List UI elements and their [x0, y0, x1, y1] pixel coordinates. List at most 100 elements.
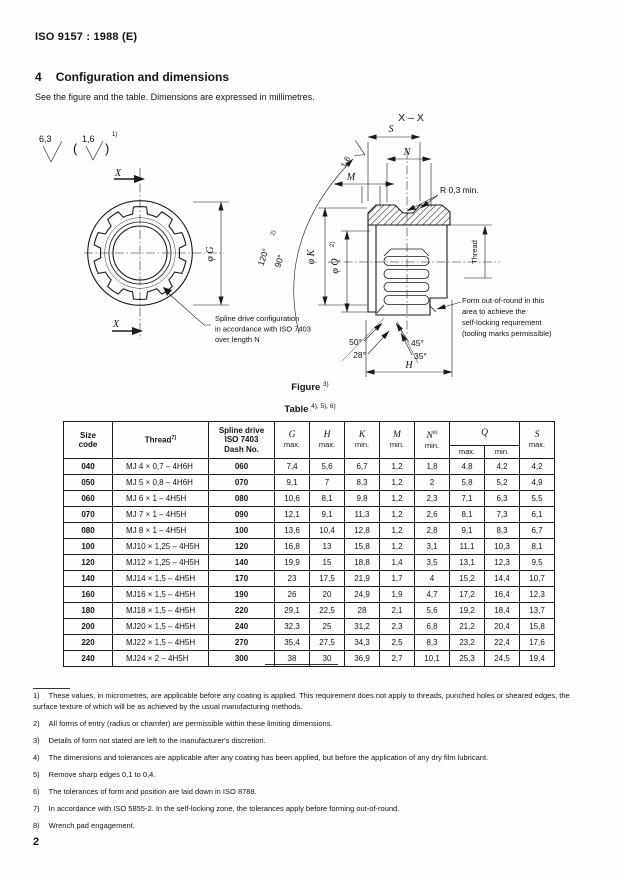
thread-ridge [383, 295, 430, 305]
cell-k: 8,3 [344, 474, 380, 491]
callout-leader [167, 292, 211, 326]
footnote-number: 2) [33, 718, 40, 728]
thread-entry-chamfer [383, 248, 430, 257]
intro-text: See the figure and the table. Dimensions… [35, 92, 315, 102]
roughness-value-1: 6,3 [39, 134, 52, 144]
cell-size-code: 240 [63, 650, 113, 667]
table-row: 040 MJ 4 × 0,7 – 4H6H 060 7,4 5,6 6,7 1,… [63, 458, 555, 475]
cell-m: 1,2 [379, 538, 415, 555]
flange-section-outline [367, 204, 451, 226]
cell-s: 6,7 [519, 522, 555, 539]
footnote-text: In accordance with ISO 5855-2. In the se… [48, 803, 400, 813]
cell-n: 2,3 [414, 490, 450, 507]
right-view: X – X S 1,6 N M R 0, [256, 112, 552, 377]
cell-size-code: 200 [63, 618, 113, 635]
dim-n-label: N [403, 147, 412, 158]
cell-dash-no: 070 [208, 474, 275, 491]
cell-s: 9,5 [519, 554, 555, 571]
footnote-number: 1) [33, 691, 40, 700]
cell-s: 17,6 [519, 634, 555, 651]
col-header-thread: Thread7) [112, 421, 209, 459]
cell-k: 18,8 [344, 554, 380, 571]
cell-m: 1,2 [379, 506, 415, 523]
cell-h: 9,1 [309, 506, 345, 523]
form-callout-line1: Form out-of-round in this [462, 296, 544, 305]
cell-s: 19,4 [519, 650, 555, 667]
cell-s: 8,1 [519, 538, 555, 555]
angle-arc [293, 158, 354, 334]
page-number: 2 [33, 836, 40, 848]
cell-m: 2,3 [379, 618, 415, 635]
cell-q-min: 10,3 [484, 538, 520, 555]
cell-n: 2,6 [414, 506, 450, 523]
thread-major-circle [108, 221, 172, 285]
cell-k: 28 [344, 602, 380, 619]
cell-thread: MJ 5 × 0,8 – 4H6H [112, 474, 209, 491]
cell-n: 8,3 [414, 634, 450, 651]
cell-s: 15,8 [519, 618, 555, 635]
spline-teeth-outline [93, 205, 187, 301]
table-row: 070 MJ 7 × 1 – 4H5H 090 12,1 9,1 11,3 1,… [63, 506, 555, 523]
cell-size-code: 160 [63, 586, 113, 603]
dia-q-label: φ Q [330, 258, 341, 274]
cell-q-max: 11,1 [449, 538, 485, 555]
spline-callout-line2: in accordance with ISO 7403 [215, 325, 311, 334]
angle-120-label: 120° [256, 247, 271, 267]
col-header-n: N8)min. [414, 421, 450, 459]
cell-dash-no: 270 [208, 634, 275, 651]
cell-thread: MJ 4 × 0,7 – 4H6H [112, 458, 209, 475]
cell-q-max: 21,2 [449, 618, 485, 635]
cell-g: 29,1 [274, 602, 310, 619]
cell-g: 12,1 [274, 506, 310, 523]
cell-m: 1,9 [379, 586, 415, 603]
cell-k: 6,7 [344, 458, 380, 475]
thread-exit-chamfer [376, 304, 437, 314]
form-callout-line4: (tooling marks permissible) [462, 329, 552, 338]
cell-k: 11,3 [344, 506, 380, 523]
footnote-number: 3) [33, 735, 40, 745]
cell-g: 19,9 [274, 554, 310, 571]
cell-dash-no: 140 [208, 554, 275, 571]
cell-h: 8,1 [309, 490, 345, 507]
thread-relief-circle [104, 217, 176, 289]
figure-caption-sup: 3) [322, 381, 329, 388]
paren-open: ( [73, 141, 78, 156]
cell-thread: MJ14 × 1,5 – 4H5H [112, 570, 209, 587]
footnote: 5)Remove sharp edges 0,1 to 0,4. [33, 770, 591, 781]
cell-n: 1,8 [414, 458, 450, 475]
table-row: 160 MJ16 × 1,5 – 4H5H 190 26 20 24,9 1,9… [63, 586, 555, 603]
cell-dash-no: 090 [208, 506, 275, 523]
cell-g: 23 [274, 570, 310, 587]
table-caption-text: Table [284, 404, 309, 416]
cell-size-code: 100 [63, 538, 113, 555]
cell-q-min: 24,5 [484, 650, 520, 667]
cell-size-code: 050 [63, 474, 113, 491]
roughness-mark: 1,6 [339, 140, 366, 169]
cell-q-max: 17,2 [449, 586, 485, 603]
cell-thread: MJ10 × 1,25 – 4H5H [112, 538, 209, 555]
angle-35-label: 35° [414, 351, 427, 361]
cell-dash-no: 100 [208, 522, 275, 539]
cell-dash-no: 060 [208, 458, 275, 475]
leader-line [400, 332, 413, 356]
footnote-text: These values, in micrometres, are applic… [33, 691, 570, 711]
cell-h: 5,6 [309, 458, 345, 475]
spline-callout-line1: Spline drive configuration [215, 314, 299, 323]
cell-m: 1,2 [379, 458, 415, 475]
angle-28-label: 28° [353, 350, 366, 360]
cell-q-min: 22,4 [484, 634, 520, 651]
table-row: 120 MJ12 × 1,25 – 4H5H 140 19,9 15 18,8 … [63, 554, 555, 571]
section-marker-bottom: X [112, 319, 120, 330]
table-row: 220 MJ22 × 1,5 – 4H5H 270 35,4 27,5 34,3… [63, 634, 555, 651]
cell-q-min: 7,3 [484, 506, 520, 523]
footnote-number: 5) [33, 769, 40, 779]
leader-line [363, 322, 383, 342]
table-underline [265, 664, 338, 665]
skirt-outline [367, 225, 376, 313]
thread-ridge [383, 282, 430, 292]
cell-size-code: 080 [63, 522, 113, 539]
cell-q-max: 19,2 [449, 602, 485, 619]
left-view: 6,3 ( 1,6 ) 1) X X [39, 132, 311, 344]
